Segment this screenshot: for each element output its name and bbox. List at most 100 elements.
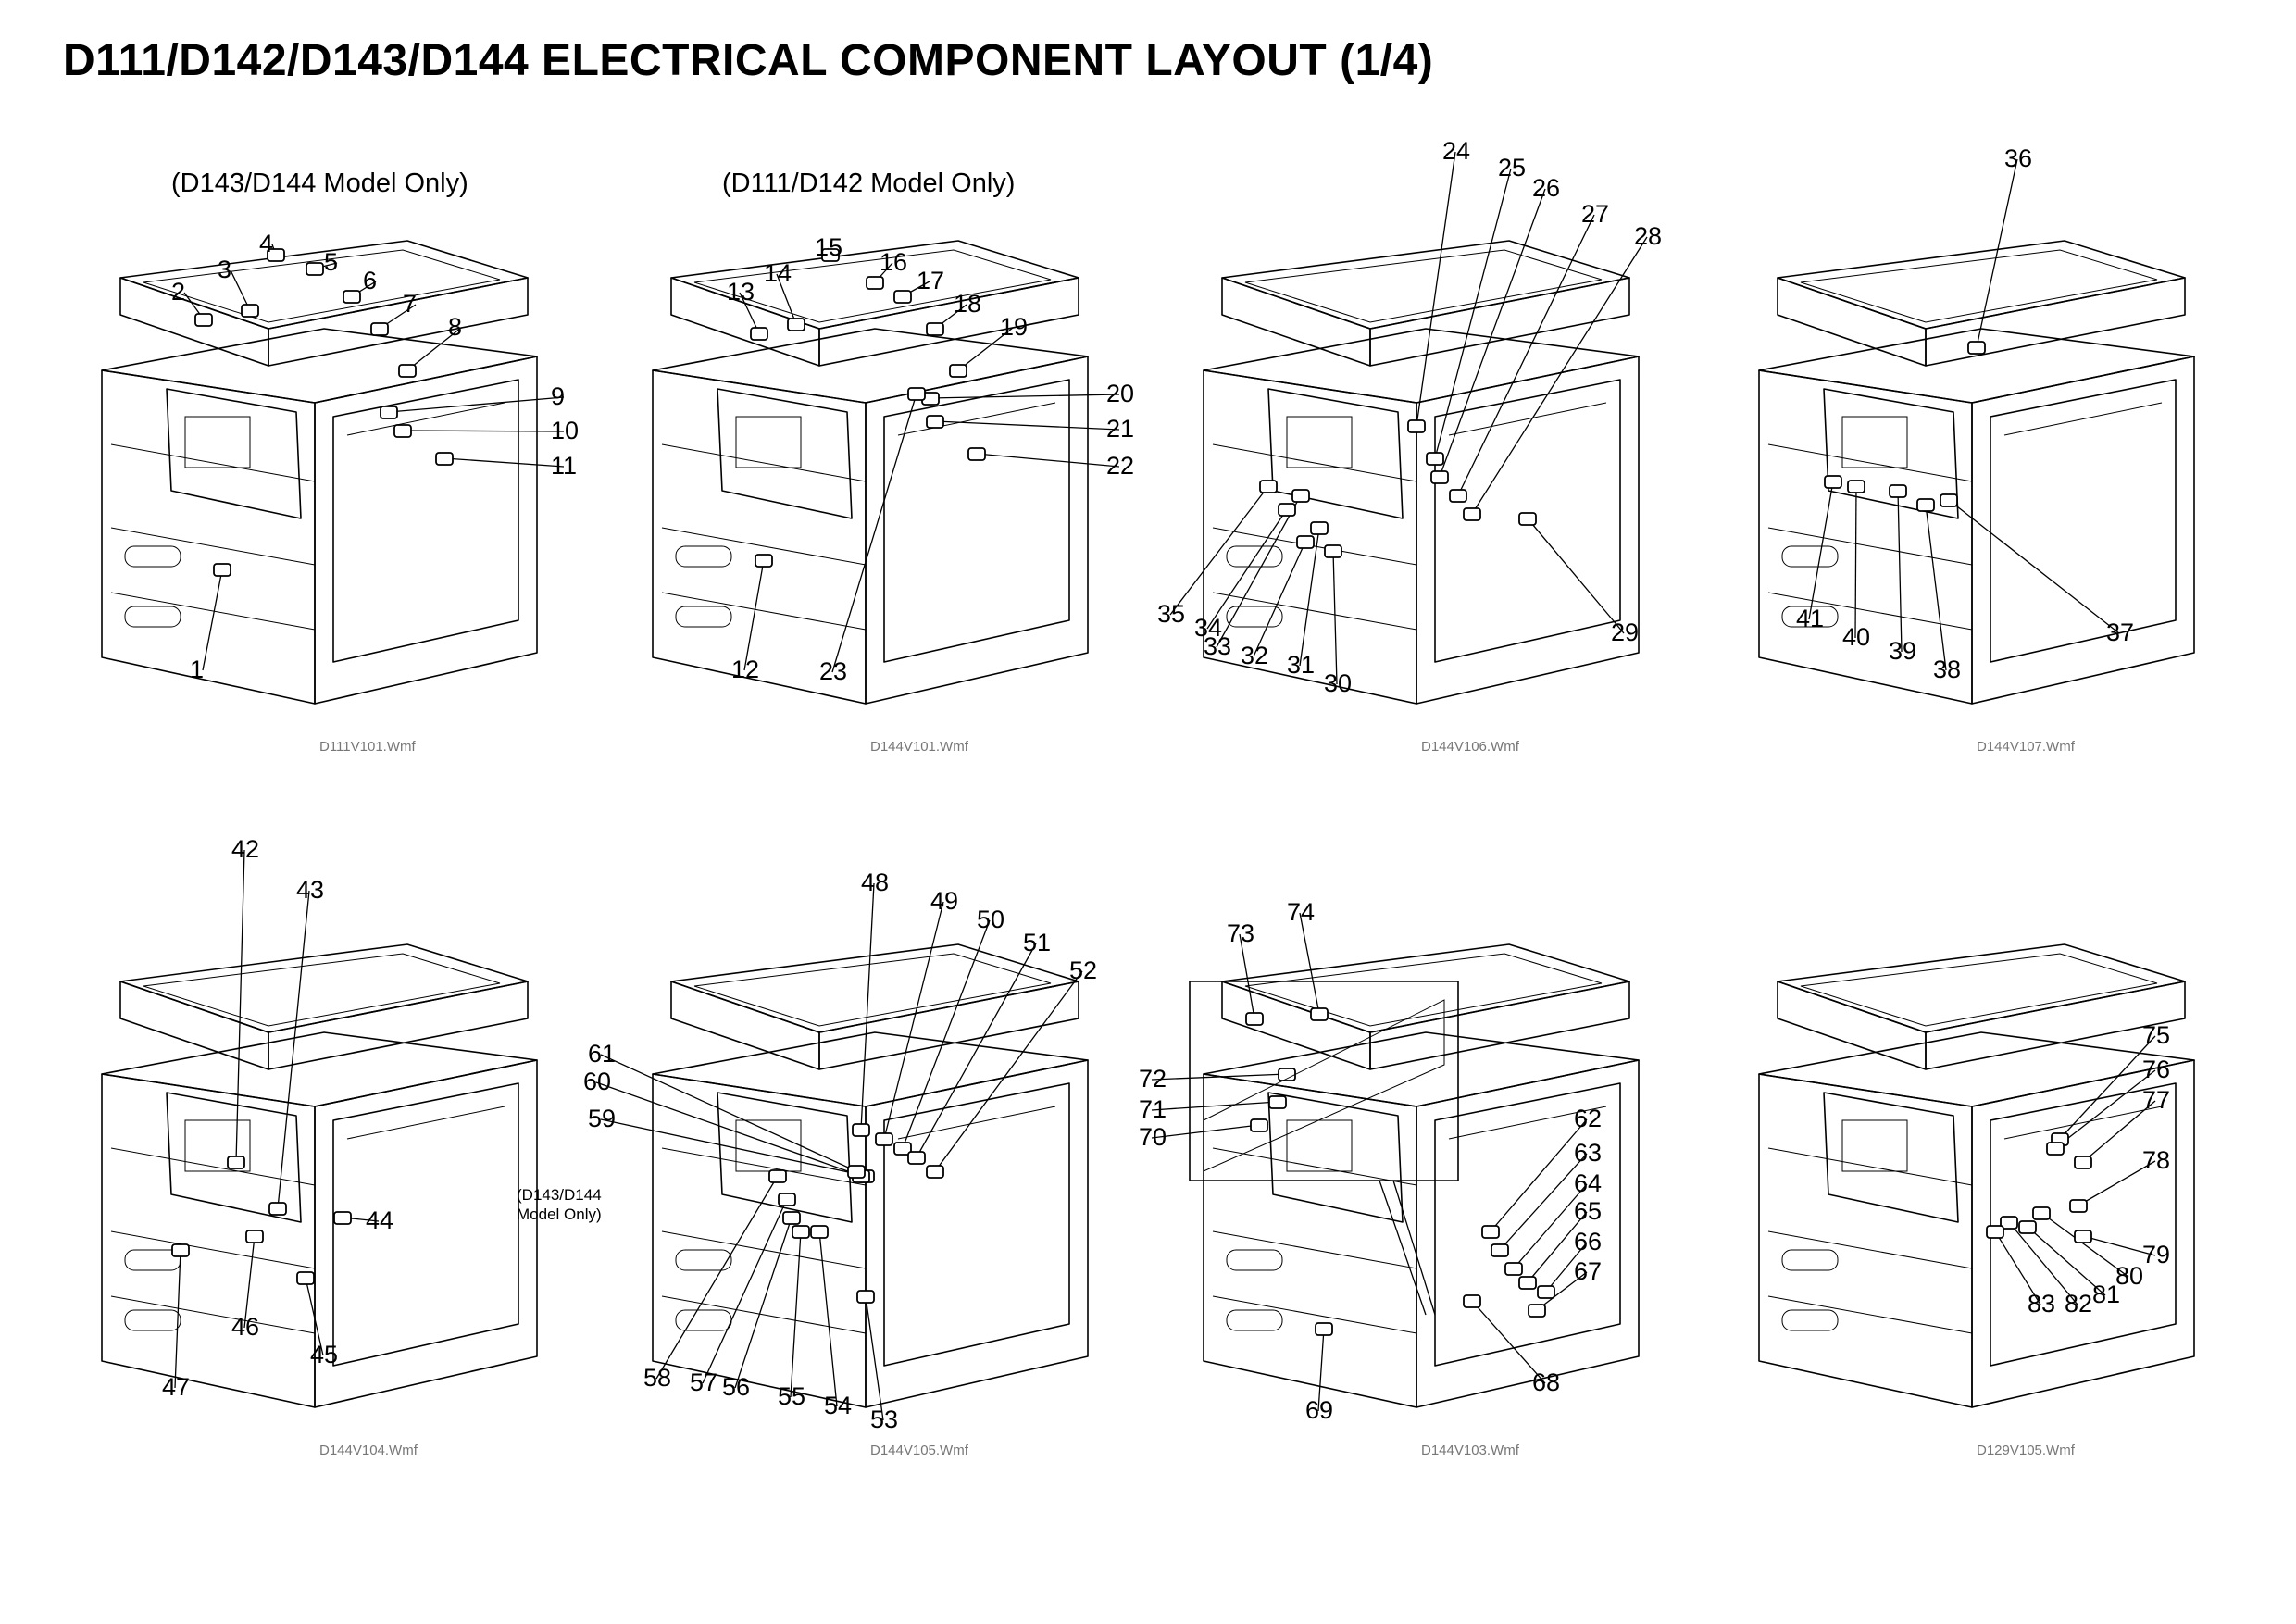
figure-filename: D144V104.Wmf [319,1443,418,1458]
callout-38: 38 [1933,656,1962,683]
callout-24: 24 [1442,137,1471,165]
callout-leader [734,1217,792,1389]
callout-leader [1299,912,1320,1015]
callout-leader [776,273,797,325]
component-mark [343,290,361,304]
callout-leader [1948,499,2120,634]
component-mark [926,1165,944,1179]
component-mark [893,290,912,304]
callout-26: 26 [1532,174,1561,202]
callout-75: 75 [2142,1021,2171,1049]
component-mark [435,452,454,466]
callout-22: 22 [1106,452,1135,480]
callout-7: 7 [403,290,418,318]
component-mark [1824,475,1842,489]
callout-leader [934,420,1120,431]
callout-leader [1490,1118,1588,1232]
callout-leader [1253,541,1306,657]
callout-18: 18 [954,290,982,318]
callout-45: 45 [310,1341,339,1368]
component-mark [821,248,840,262]
callout-leader [1434,168,1512,459]
callout-leader [2027,1226,2106,1296]
component-mark [1315,1322,1333,1336]
callout-leader [1169,485,1269,616]
component-mark [268,1202,287,1216]
callout-leader [1994,1230,2041,1305]
component-mark [926,322,944,336]
callout-17: 17 [917,267,945,294]
callout-leader [1416,151,1456,427]
callout-83: 83 [2028,1290,2056,1318]
callout-69: 69 [1305,1396,1334,1424]
component-mark [1491,1243,1509,1257]
component-mark [296,1271,315,1285]
callout-leader [1332,550,1338,685]
callout-25: 25 [1498,154,1527,181]
callout-leader [818,1230,838,1407]
callout-leader [2054,1069,2156,1149]
component-mark [227,1156,245,1169]
callout-11: 11 [551,452,578,480]
callout-72: 72 [1139,1065,1167,1093]
component-mark [1940,493,1958,507]
callout-57: 57 [690,1368,718,1396]
callout-82: 82 [2065,1290,2093,1318]
panel-illustration [1758,943,2195,1408]
callout-44: 44 [366,1206,394,1234]
panel-illustration [101,240,565,705]
callout-leader [1206,508,1288,630]
callout-14: 14 [764,259,792,287]
copier-illustration [1758,943,2195,1408]
callout-5: 5 [324,248,339,276]
callout-leader [976,453,1120,468]
callout-76: 76 [2142,1056,2171,1083]
component-mark [241,304,259,318]
callout-leader [1151,1073,1288,1081]
callout-68: 68 [1532,1368,1561,1396]
callout-34: 34 [1194,614,1223,642]
callout-29: 29 [1611,618,1640,646]
callout-48: 48 [861,868,890,896]
copier-illustration [101,240,538,705]
component-mark [194,313,213,327]
callout-leader [1897,490,1903,653]
callout-15: 15 [815,233,843,261]
component-mark [1481,1225,1500,1239]
callout-4: 4 [259,230,274,257]
component-mark [907,1151,926,1165]
callout-1: 1 [190,656,205,683]
component-mark [370,322,389,336]
component-mark [949,364,967,378]
callout-64: 64 [1574,1169,1603,1197]
callout-leader [235,849,245,1163]
callout-13: 13 [727,278,755,306]
component-mark [1528,1304,1546,1318]
component-mark [792,1225,810,1239]
component-mark [1463,507,1481,521]
callout-leader [230,269,251,311]
callout-39: 39 [1889,637,1917,665]
panel-illustration [595,882,1089,1421]
component-mark [875,1132,893,1146]
component-mark [1292,489,1310,503]
callout-leader [1299,527,1320,667]
callout-2: 2 [171,278,186,306]
callout-6: 6 [363,267,378,294]
copier-illustration [652,943,1089,1408]
callout-37: 37 [2106,618,2135,646]
component-mark [1504,1262,1523,1276]
callout-leader [702,1198,788,1384]
component-mark [1518,512,1537,526]
callout-80: 80 [2115,1262,2144,1290]
callout-54: 54 [824,1392,853,1419]
callout-21: 21 [1106,415,1135,443]
figure-filename: D111V101.Wmf [319,739,416,755]
callout-leader [1536,1271,1588,1311]
component-mark [1889,484,1907,498]
callout-leader [595,1081,862,1177]
callout-leader [1317,1328,1325,1412]
